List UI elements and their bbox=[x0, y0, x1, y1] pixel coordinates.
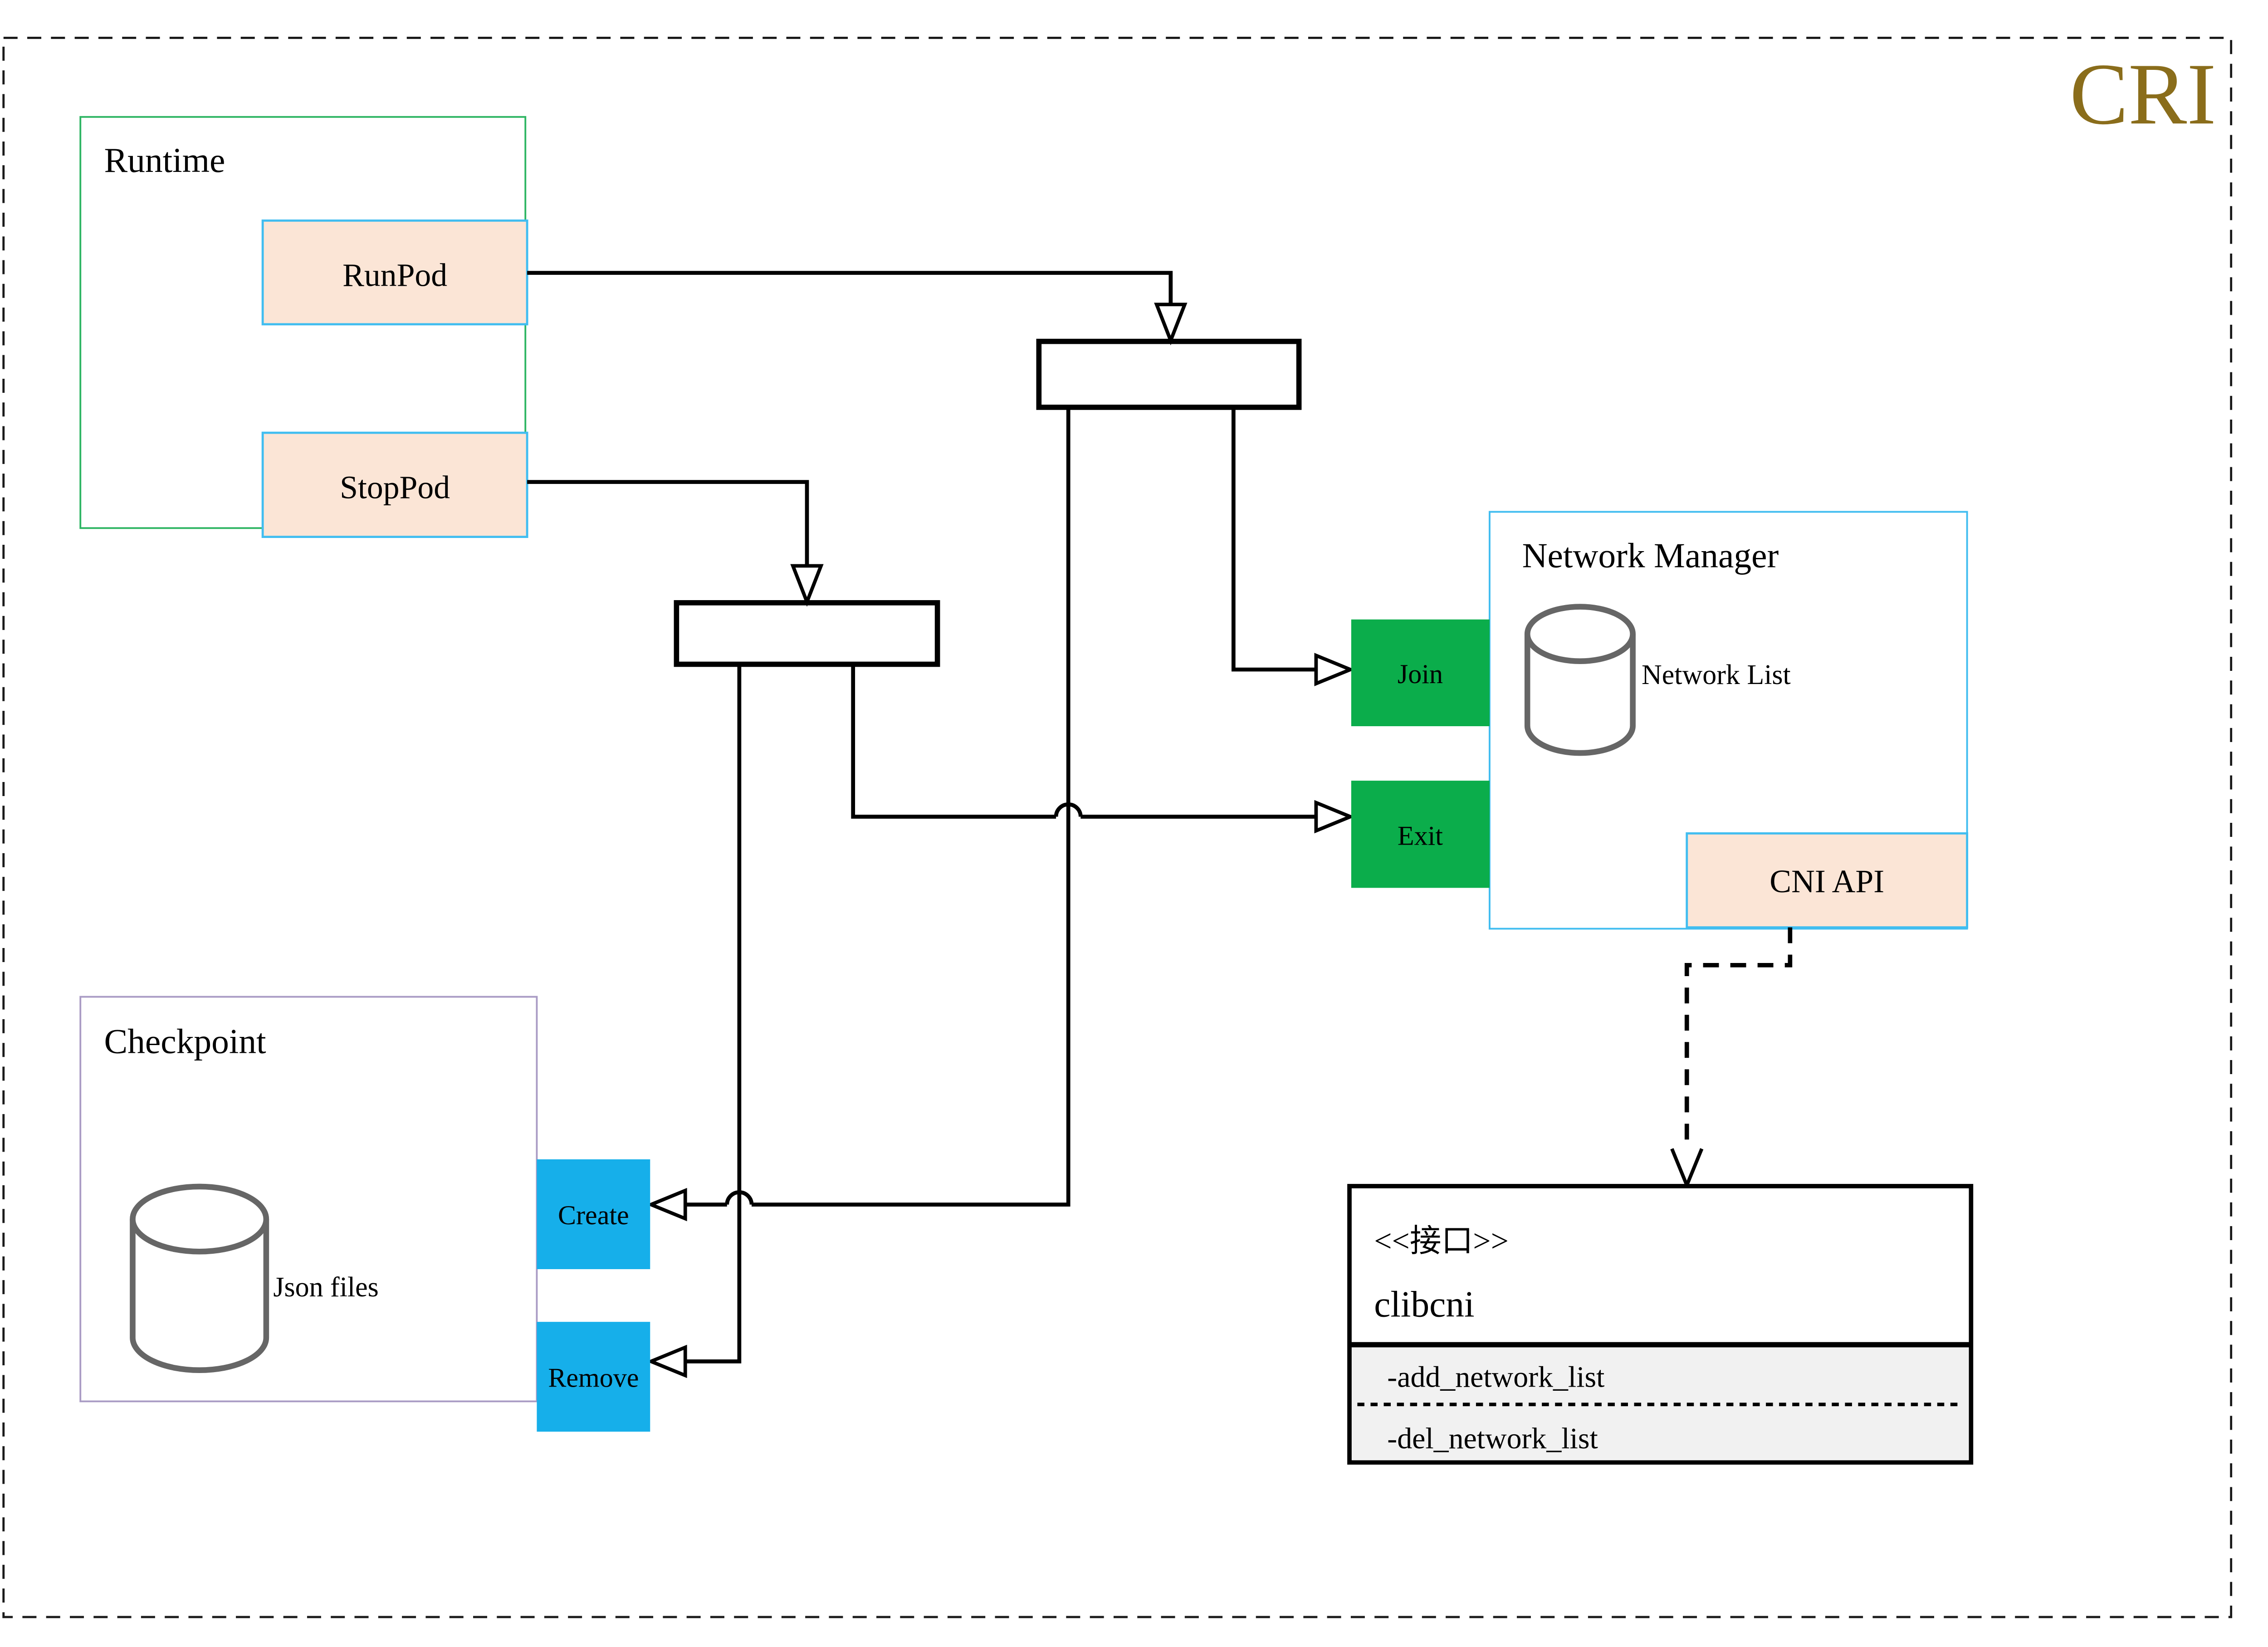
clibcni-interface: <<接口>> clibcni -add_network_list -del_ne… bbox=[1347, 1184, 1974, 1465]
arrowhead-into-junction-middle bbox=[790, 564, 824, 607]
join-node bbox=[1351, 619, 1490, 726]
page-dashed-border bbox=[2, 37, 2233, 1618]
exit-node bbox=[1351, 781, 1490, 888]
arrowhead-into-clibcni bbox=[1670, 1148, 1704, 1190]
create-node bbox=[537, 1159, 650, 1269]
network-list-cylinder-icon bbox=[1524, 604, 1636, 756]
clibcni-name: clibcni bbox=[1374, 1284, 1474, 1325]
connector-junction-top-to-join bbox=[1231, 407, 1316, 672]
connector-cni-api-to-clibcni bbox=[1684, 927, 1793, 1145]
stoppod-label: StopPod bbox=[340, 469, 450, 505]
junction-bar-top bbox=[1036, 338, 1302, 410]
arrowhead-into-create bbox=[646, 1188, 687, 1222]
connector-junction-top-to-create bbox=[685, 407, 1070, 1207]
diagram-title-cri: CRI bbox=[2070, 45, 2216, 142]
arrowhead-into-junction-top bbox=[1154, 303, 1188, 346]
connector-junction-middle-to-exit bbox=[851, 664, 1316, 819]
cni-api-node bbox=[1686, 832, 1969, 929]
cylinder-body bbox=[130, 1219, 269, 1373]
runpod-label: RunPod bbox=[342, 257, 447, 293]
cylinder-body bbox=[1524, 634, 1636, 756]
connector-junction-middle-to-remove bbox=[685, 664, 742, 1364]
runtime-title: Runtime bbox=[104, 141, 225, 180]
connector-stoppod-to-junction-middle bbox=[527, 480, 809, 566]
exit-label: Exit bbox=[1398, 820, 1443, 850]
arrowhead-into-exit bbox=[1314, 800, 1355, 834]
remove-node bbox=[537, 1322, 650, 1432]
cni-api-label: CNI API bbox=[1769, 863, 1884, 899]
json-files-label: Json files bbox=[273, 1272, 378, 1303]
clibcni-method-del: -del_network_list bbox=[1387, 1422, 1598, 1455]
junction-bar-middle bbox=[674, 600, 940, 667]
arrowhead-into-join bbox=[1314, 653, 1355, 686]
clibcni-method-add: -add_network_list bbox=[1387, 1361, 1604, 1394]
cylinder-top bbox=[1524, 604, 1636, 664]
join-label: Join bbox=[1398, 659, 1443, 689]
network-list-label: Network List bbox=[1642, 660, 1791, 690]
json-files-cylinder-icon bbox=[130, 1183, 269, 1373]
create-label: Create bbox=[558, 1200, 629, 1230]
runpod-node bbox=[261, 219, 528, 326]
arrowhead-into-remove bbox=[646, 1344, 687, 1378]
connector-runpod-to-junction-top bbox=[527, 271, 1173, 305]
network-manager-title: Network Manager bbox=[1522, 536, 1779, 575]
remove-label: Remove bbox=[548, 1363, 639, 1393]
stoppod-node bbox=[261, 431, 528, 538]
checkpoint-title: Checkpoint bbox=[104, 1022, 267, 1061]
cylinder-top bbox=[130, 1183, 269, 1255]
clibcni-stereotype: <<接口>> bbox=[1374, 1224, 1509, 1259]
